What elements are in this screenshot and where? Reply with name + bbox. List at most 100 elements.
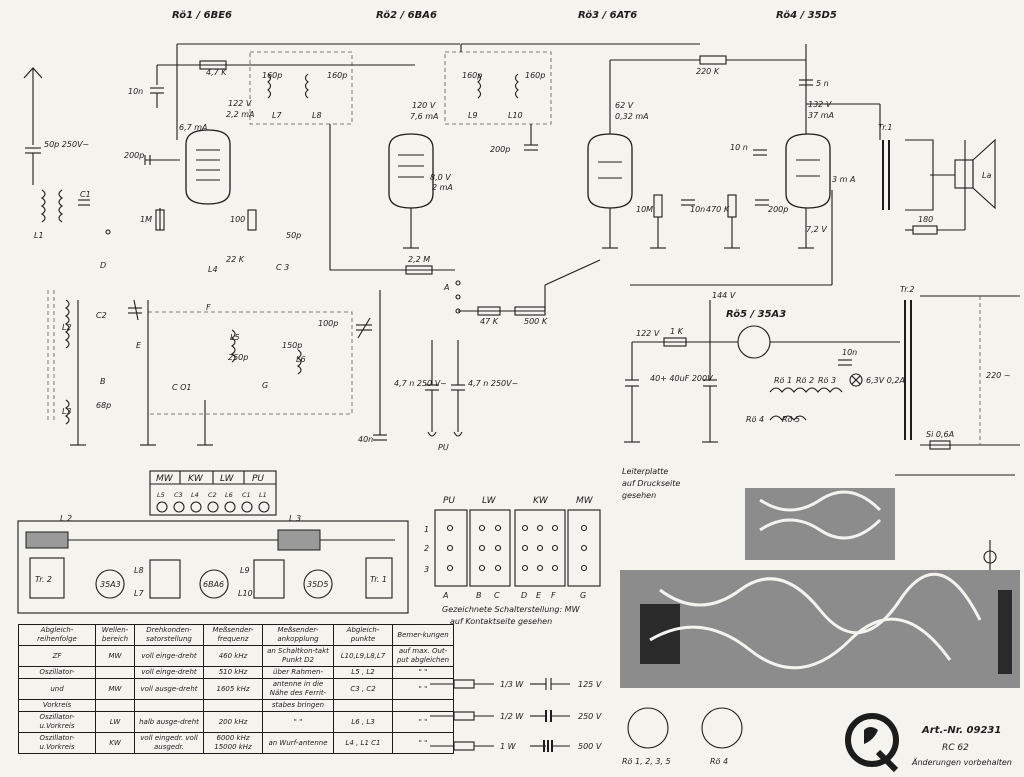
switch-c2: C2 <box>208 491 217 499</box>
chassis-35a3: 35A3 <box>100 580 121 589</box>
c40n-label: 40n <box>358 435 373 444</box>
sw-letter-d: D <box>521 591 527 600</box>
pcb-title-1: Leiterplatte <box>622 467 668 476</box>
lamp-label: 6,3V 0,2A <box>866 376 905 385</box>
pcb-title-2: auf Druckseite <box>622 479 680 488</box>
chassis-l8: L8 <box>134 566 144 575</box>
ma032-label: 0,32 mA <box>615 112 649 121</box>
sw-col-kw: KW <box>533 496 549 506</box>
table-cell: 1605 kHz <box>203 678 263 700</box>
l1-label: L1 <box>34 231 44 240</box>
chassis-layout <box>17 520 409 614</box>
table-row: Oszillator-u.Vorkreis KW voll eingedr. v… <box>18 732 454 754</box>
l9-label: L9 <box>468 111 478 120</box>
c10n-c-label: 10 n <box>730 143 748 152</box>
v122b-label: 122 V <box>636 329 660 338</box>
ma37-label: 37 mA <box>808 111 834 120</box>
v144-label: 144 V <box>712 291 736 300</box>
r10m-label: 10M <box>636 205 653 214</box>
table-cell: halb ausge-dreht <box>134 711 204 733</box>
c68p-label: 68p <box>96 401 111 410</box>
c47n-b-label: 4,7 n 250V~ <box>468 379 518 388</box>
table-header: Meßsender-frequenz <box>203 624 263 646</box>
tube-pin-diagrams <box>627 707 743 749</box>
table-cell: LW <box>95 711 135 733</box>
tube-label-ro4: Rö4 / 35D5 <box>776 10 837 21</box>
table-cell: " " <box>392 678 454 700</box>
v122-label: 122 V <box>228 99 252 108</box>
table-cell: Oszillator-u.Vorkreis <box>18 732 96 754</box>
table-cell: " " <box>392 666 454 679</box>
legend-250v: 250 V <box>578 712 602 721</box>
article-number: Art.-Nr. 09231 <box>921 725 1001 736</box>
sw-caption-2: auf Kontaktseite gesehen <box>450 617 552 626</box>
tube-ro1 <box>185 129 231 205</box>
table-cell <box>392 699 454 712</box>
table-cell: stabes bringen <box>262 699 334 712</box>
l5-label: L5 <box>230 333 240 342</box>
sw-letter-b: B <box>476 591 482 600</box>
fuse-label: Si 0,6A <box>926 430 954 439</box>
d-contact-label: D <box>100 261 106 270</box>
ro3-heater-label: Rö 3 <box>818 376 836 385</box>
chassis-6ba6: 6BA6 <box>203 580 224 589</box>
c47n-a-label: 4,7 n 250 V~ <box>394 379 447 388</box>
table-row: Vorkreis stabes bringen <box>18 699 454 712</box>
sw-letter-c: C <box>494 591 500 600</box>
table-cell: Vorkreis <box>18 699 96 712</box>
c10n-b-label: 10n <box>690 205 705 214</box>
r470k-label: 470 K <box>706 205 730 214</box>
c160p-1-label: 160p <box>262 71 282 80</box>
c50p-text: 50p 250V~ <box>44 140 89 149</box>
table-cell: ZF <box>18 645 96 667</box>
ma67-label: 6,7 mA <box>179 123 208 132</box>
l4-label: L4 <box>208 265 218 274</box>
antenna-symbol <box>23 67 43 145</box>
sw-letter-g: G <box>580 591 586 600</box>
l8-label: L8 <box>312 111 322 120</box>
e-contact-label: E <box>136 341 142 350</box>
switch-c3: C3 <box>174 491 183 499</box>
c200p-c-label: 200p <box>768 205 788 214</box>
changes-note: Änderungen vorbehalten <box>911 757 1012 767</box>
table-cell: 6000 kHz 15000 kHz <box>203 732 263 754</box>
switch-header-lw: LW <box>220 474 235 484</box>
switch-header-kw: KW <box>188 474 204 484</box>
c200p-a-label: 200p <box>490 145 510 154</box>
table-cell: 460 kHz <box>203 645 263 667</box>
tube-label-ro3: Rö3 / 6AT6 <box>578 10 637 21</box>
r22m-label: 2,2 M <box>408 255 430 264</box>
legend-500v: 500 V <box>578 742 602 751</box>
r47k-label: 4,7 K <box>206 68 227 77</box>
sw-letter-e: E <box>536 591 542 600</box>
table-cell: antenne in die Nähe des Ferrit- <box>262 678 334 700</box>
table-cell: KW <box>95 732 135 754</box>
tube-ro2 <box>388 133 434 209</box>
switch-header-mw: MW <box>156 474 174 484</box>
pin-label-ro4: Rö 4 <box>710 757 728 766</box>
legend-1w: 1 W <box>500 742 517 751</box>
c250p-label: 250p <box>228 353 248 362</box>
table-cell <box>333 699 393 712</box>
pcb-board <box>620 474 1020 688</box>
tube-label-ro1: Rö1 / 6BE6 <box>172 10 232 21</box>
sw-row-3: 3 <box>424 565 429 574</box>
switch-l5: L5 <box>157 491 165 499</box>
l3-label: L3 <box>62 407 72 416</box>
pin-label-ro1235: Rö 1, 2, 3, 5 <box>622 757 671 766</box>
sw-col-pu: PU <box>443 496 455 506</box>
tube-ro4 <box>785 133 831 209</box>
model-number: RC 62 <box>942 743 969 753</box>
sw-letter-a: A <box>442 591 448 600</box>
ma3-label: 3 m A <box>832 175 855 184</box>
table-header: Abgleich-reihenfolge <box>18 624 96 646</box>
l10-label: L10 <box>508 111 523 120</box>
ro2-heater-label: Rö 2 <box>796 376 814 385</box>
c160p-4-label: 160p <box>525 71 545 80</box>
sw-col-mw: MW <box>576 496 594 506</box>
table-header-row: Abgleich-reihenfolge Wellen-bereich Dreh… <box>18 624 454 646</box>
tube-ro3 <box>587 133 633 209</box>
v62-label: 62 V <box>615 101 634 110</box>
